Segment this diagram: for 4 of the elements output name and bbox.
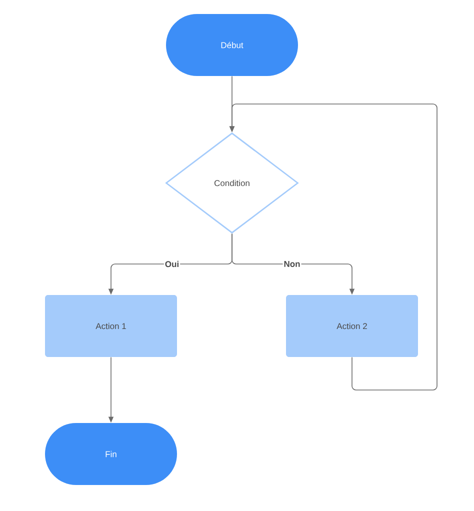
process-box: Action 1 (45, 295, 177, 357)
process-box: Action 2 (286, 295, 418, 357)
edge-label: Oui (164, 260, 180, 268)
edge-label: Non (282, 260, 302, 268)
